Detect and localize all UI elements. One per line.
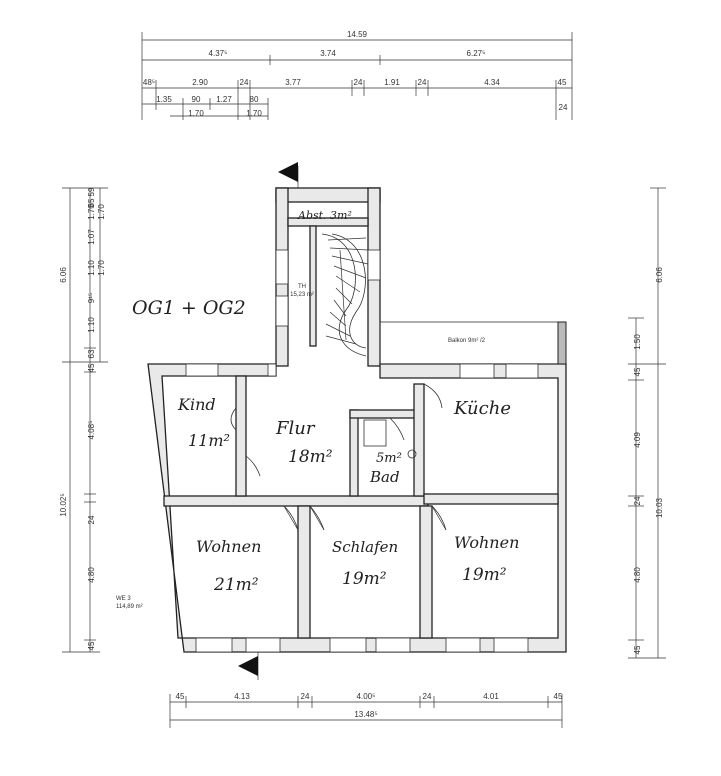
dim-left-inner-f: 65	[87, 198, 96, 207]
room-kind-area: 11m²	[188, 431, 230, 450]
room-wohnen1-name: Wohnen	[196, 537, 261, 556]
windows	[185, 249, 539, 653]
floor-label: OG1 + OG2	[132, 297, 246, 319]
dim-top-r3-a: 1.35	[156, 95, 172, 104]
dim-top-r2-d: 3.77	[285, 78, 301, 87]
balkon-label: Balkon 9m² /2	[448, 338, 486, 344]
dim-left-outer-bottom: 10.02⁵	[59, 493, 68, 516]
dim-right-inner-a: 1.50	[633, 334, 642, 350]
dim-right-inner-c: 4.09	[633, 432, 642, 448]
room-bad-name: Bad	[369, 468, 400, 486]
dim-top-r2-i: 45	[558, 78, 567, 87]
dim-top-total: 14.59	[347, 30, 368, 39]
dim-top-right-small: 24	[559, 103, 568, 112]
building-walls	[147, 187, 567, 653]
dim-top-r3-d: 80	[250, 95, 259, 104]
dim-left-inner-h: 63	[87, 349, 96, 358]
dim-top-r2-h: 4.34	[484, 78, 500, 87]
we-title: WE 3	[116, 596, 131, 602]
dim-top-r3-b: 90	[192, 95, 201, 104]
dim-top-r2-g: 24	[418, 78, 427, 87]
dim-top-r2-c: 24	[240, 78, 249, 87]
th-title: TH	[298, 284, 306, 290]
dim-left-inner-j: 4.08⁵	[87, 421, 96, 440]
dim-bottom-a: 45	[176, 692, 185, 701]
dim-top-r2-a: 48⁵	[143, 78, 155, 87]
section-arrow-bottom-icon	[238, 652, 259, 680]
dim-right-inner-e: 4.80	[633, 567, 642, 583]
dim-left-inner-g: 59	[87, 187, 96, 196]
right-dimension-chains: 6.06 10.03 1.50 45 4.09 24 4.80 45	[628, 187, 666, 659]
dim-bottom-d: 4.00⁵	[357, 692, 376, 701]
dim-left-inner-e: 1.10	[87, 317, 96, 333]
section-arrow-top-icon	[278, 162, 299, 188]
dim-bottom-g: 45	[554, 692, 563, 701]
dim-left-inner-l: 4.80	[87, 567, 96, 583]
dim-left-inner-b: 1.07	[87, 229, 96, 245]
labels: OG1 + OG2 Abst. 3m² TH 15,23 m² Balkon 9…	[116, 209, 519, 610]
room-flur-area: 18m²	[288, 447, 333, 467]
room-schlafen-area: 19m²	[342, 569, 387, 589]
door-swings	[230, 383, 447, 531]
room-flur-name: Flur	[275, 418, 316, 439]
dim-top-r1-a: 4.37⁵	[209, 49, 228, 58]
room-kueche-name: Küche	[453, 398, 511, 419]
room-bad-area: 5m²	[376, 451, 402, 466]
room-kind-name: Kind	[177, 395, 216, 414]
dim-right-outer-bottom: 10.03	[655, 497, 664, 518]
dim-top-r2-f: 1.91	[384, 78, 400, 87]
room-wohnen2-name: Wohnen	[454, 533, 519, 552]
dim-top-r1-b: 3.74	[320, 49, 336, 58]
left-dimension-chains: 6.06 10.02⁵ 1.70 1.07 1.10 9¹⁵ 1.10 65 5…	[59, 187, 108, 653]
dim-top-r4-b: 1.70	[246, 109, 262, 118]
dim-top-r2-b: 2.90	[192, 78, 208, 87]
dim-left-inner-c: 1.10	[87, 260, 96, 276]
dim-bottom-e: 24	[423, 692, 432, 701]
staircase-icon	[321, 233, 369, 357]
dim-bottom-c: 24	[301, 692, 310, 701]
dim-left-inner-d: 9¹⁵	[87, 293, 96, 303]
room-wohnen1-area: 21m²	[213, 575, 259, 595]
dim-right-inner-b: 45	[633, 367, 642, 376]
dim-bottom-f: 4.01	[483, 692, 499, 701]
dim-bottom-b: 4.13	[234, 692, 250, 701]
room-schlafen-name: Schlafen	[332, 538, 398, 556]
dim-right-inner-d: 24	[633, 496, 642, 505]
bath-fixtures-icon	[363, 419, 417, 459]
dim-left-inner-a: 1.70	[87, 204, 96, 220]
dim-left-inner-m: 45	[87, 641, 96, 650]
bottom-dimension-chains: 45 4.13 24 4.00⁵ 24 4.01 45 13.48⁵	[169, 692, 563, 728]
dim-bottom-total: 13.48⁵	[354, 710, 377, 719]
we-area: 114,89 m²	[116, 604, 143, 610]
dim-top-r2-e: 24	[354, 78, 363, 87]
dim-left-inner-k: 24	[87, 515, 96, 524]
dim-right-inner-f: 45	[633, 645, 642, 654]
dim-left-inner-i: 45	[87, 363, 96, 372]
room-wohnen2-area: 19m²	[462, 565, 507, 585]
dim-top-r3-c: 1.27	[216, 95, 232, 104]
dim-left-far-a: 1.70	[97, 204, 106, 220]
th-area: 15,23 m²	[290, 292, 314, 298]
dim-top-r1-c: 6.27⁵	[467, 49, 486, 58]
dim-right-outer-top: 6.06	[655, 267, 664, 283]
dim-top-r4-a: 1.70	[188, 109, 204, 118]
top-dimension-chains: 14.59 4.37⁵ 3.74 6.27⁵ 48⁵ 2.90 24 3.77 …	[141, 30, 573, 120]
abst-label: Abst. 3m²	[297, 209, 352, 222]
dim-left-outer-top: 6.06	[59, 267, 68, 283]
dim-left-far-b: 1.70	[97, 260, 106, 276]
